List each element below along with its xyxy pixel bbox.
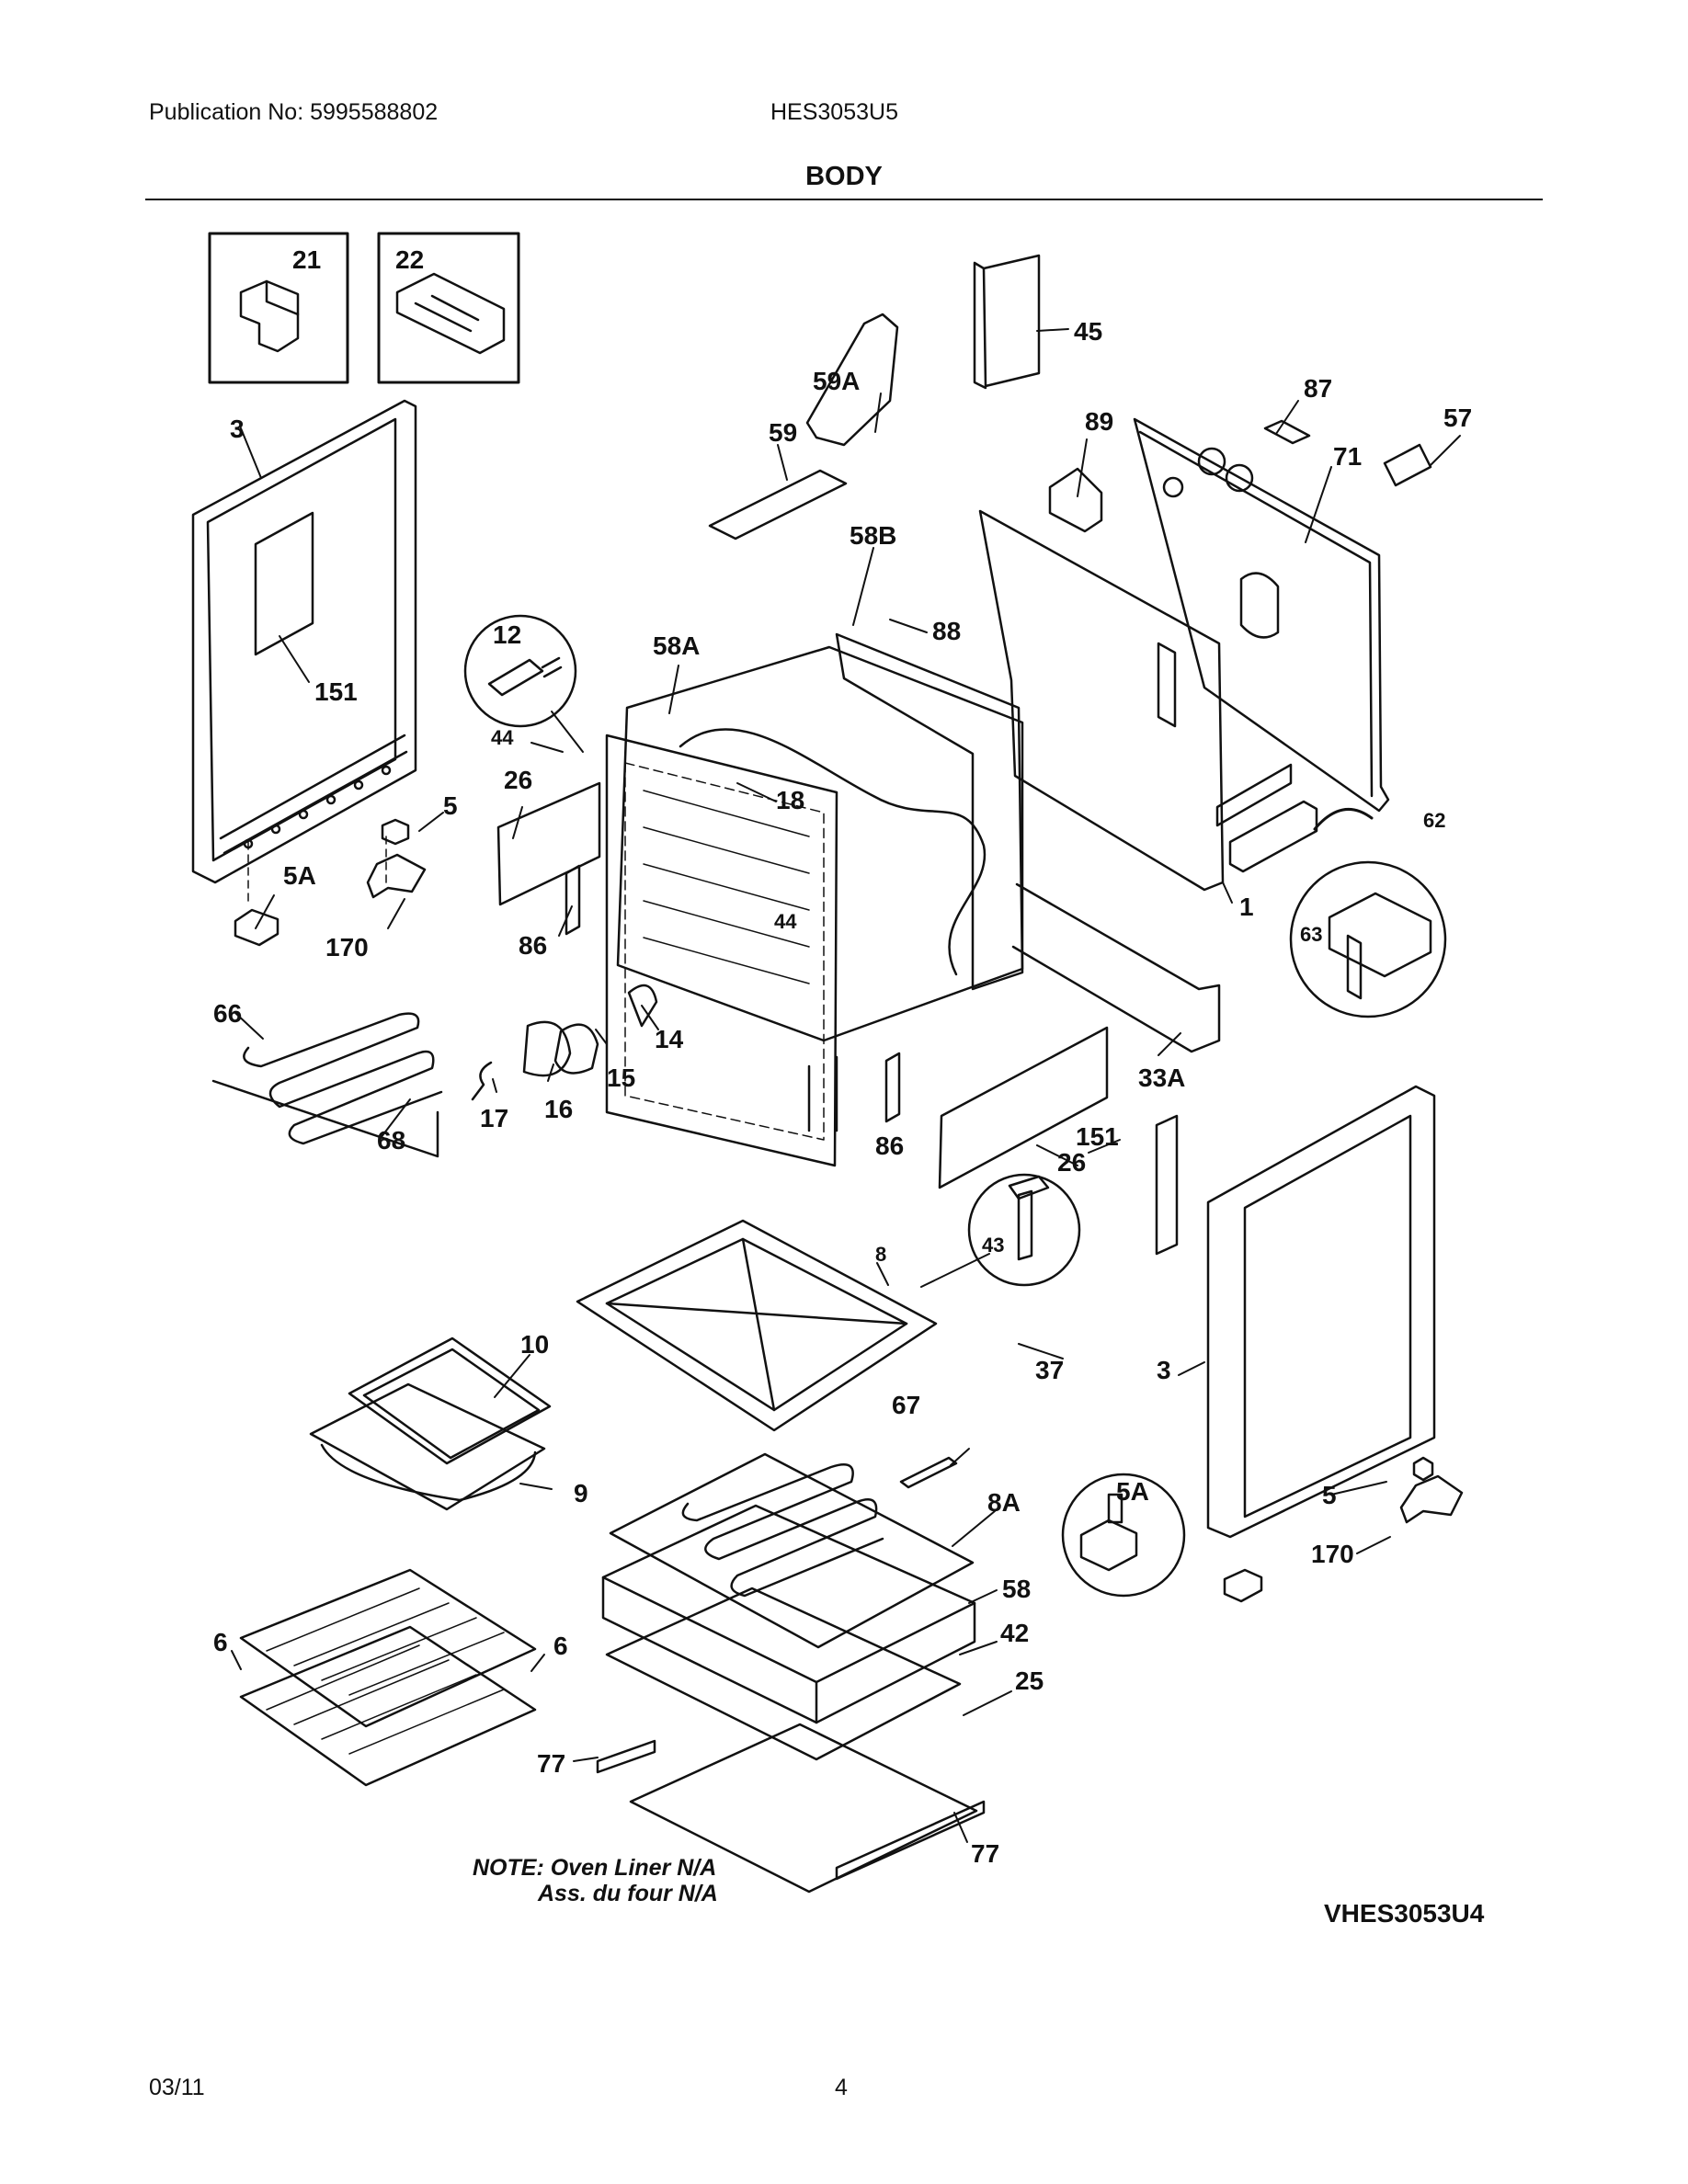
callout-44-upper: 44 <box>491 726 514 749</box>
part-21-inset <box>208 232 349 384</box>
broil-element-and-parts <box>211 984 658 1158</box>
circle-detail-43 <box>920 1173 1081 1288</box>
callout-5-left: 5 <box>443 791 458 820</box>
callout-6-right: 6 <box>553 1632 568 1660</box>
leveling-legs-left <box>234 818 427 947</box>
callout-1: 1 <box>1239 893 1254 921</box>
broil-pan <box>309 1337 552 1511</box>
callout-151-right: 151 <box>1076 1122 1119 1151</box>
callout-16: 16 <box>544 1095 573 1123</box>
callout-3-left: 3 <box>230 415 245 443</box>
callout-87: 87 <box>1304 374 1332 403</box>
drawer-slides <box>596 1739 986 1881</box>
callout-58B: 58B <box>850 521 896 550</box>
callout-71: 71 <box>1333 442 1362 471</box>
callout-14: 14 <box>655 1025 684 1053</box>
callout-77-left: 77 <box>537 1749 565 1778</box>
callout-59A: 59A <box>813 367 860 395</box>
callout-22: 22 <box>395 245 424 274</box>
callout-6-left: 6 <box>213 1628 228 1656</box>
callout-5-right: 5 <box>1322 1481 1337 1509</box>
bake-element-and-panel <box>609 1452 975 1649</box>
callout-86-right: 86 <box>875 1132 904 1160</box>
side-rails <box>496 781 1221 1189</box>
lower-insulation-and-panels <box>601 1504 978 1894</box>
callout-21: 21 <box>292 245 321 274</box>
callout-68: 68 <box>377 1126 405 1155</box>
callout-12: 12 <box>493 620 521 649</box>
rear-back-panel <box>1133 417 1432 813</box>
oven-bottom-panel <box>576 1219 938 1432</box>
middle-back-panel <box>978 467 1293 892</box>
callout-59: 59 <box>769 418 797 447</box>
callout-10: 10 <box>520 1330 549 1359</box>
part-22-inset <box>377 232 520 384</box>
oven-liner-note-fr: Ass. du four N/A <box>538 1881 718 1906</box>
callout-170-left: 170 <box>325 933 369 961</box>
callout-58A: 58A <box>653 631 700 660</box>
section-title: BODY <box>805 162 883 191</box>
drawing-code: VHES3053U4 <box>1324 1899 1485 1928</box>
footer-date: 03/11 <box>149 2075 205 2100</box>
callout-62: 62 <box>1423 809 1445 832</box>
callout-33A: 33A <box>1138 1064 1185 1092</box>
callout-57: 57 <box>1443 404 1472 432</box>
callout-3-right: 3 <box>1157 1356 1171 1384</box>
circle-detail-62-63 <box>1228 800 1447 1018</box>
callout-37: 37 <box>1035 1356 1064 1384</box>
callout-63: 63 <box>1300 923 1322 946</box>
publication-number: Publication No: 5995588802 <box>149 99 439 125</box>
model-number: HES3053U5 <box>770 99 898 125</box>
callout-44-lower: 44 <box>774 910 797 933</box>
callout-18: 18 <box>776 786 804 814</box>
oven-racks <box>239 1568 537 1787</box>
oven-cavity-assembly <box>605 632 1024 1167</box>
callout-88: 88 <box>932 617 961 645</box>
callout-67: 67 <box>892 1391 920 1419</box>
oven-liner-note-en: NOTE: Oven Liner N/A <box>473 1855 717 1881</box>
callout-9: 9 <box>574 1479 588 1507</box>
callout-66: 66 <box>213 999 242 1028</box>
callout-43: 43 <box>982 1234 1004 1257</box>
callout-42: 42 <box>1000 1619 1029 1647</box>
callout-15: 15 <box>607 1064 635 1092</box>
page-number: 4 <box>835 2075 848 2100</box>
callout-86-left: 86 <box>519 931 547 960</box>
callout-8A: 8A <box>987 1488 1021 1517</box>
callout-45: 45 <box>1074 317 1102 346</box>
circle-detail-5A-right <box>1061 1456 1464 1603</box>
callout-17: 17 <box>480 1104 508 1132</box>
callout-26-right: 26 <box>1057 1148 1086 1177</box>
callout-8: 8 <box>875 1243 886 1266</box>
callout-151-left: 151 <box>314 677 358 706</box>
callout-58: 58 <box>1002 1575 1031 1603</box>
callout-5A-left: 5A <box>283 861 316 890</box>
callout-25: 25 <box>1015 1666 1044 1695</box>
callout-170-right: 170 <box>1311 1540 1354 1568</box>
callout-89: 89 <box>1085 407 1113 436</box>
right-side-panel <box>1155 1085 1436 1539</box>
callout-77-right: 77 <box>971 1839 999 1868</box>
vent-duct-parts <box>708 254 1041 540</box>
circle-detail-12 <box>463 614 584 753</box>
header-rule <box>145 199 1543 200</box>
callout-26-left: 26 <box>504 766 532 794</box>
callout-5A-right: 5A <box>1116 1477 1149 1506</box>
callout-leader-lines <box>231 328 1461 1843</box>
left-side-panel <box>191 399 417 884</box>
